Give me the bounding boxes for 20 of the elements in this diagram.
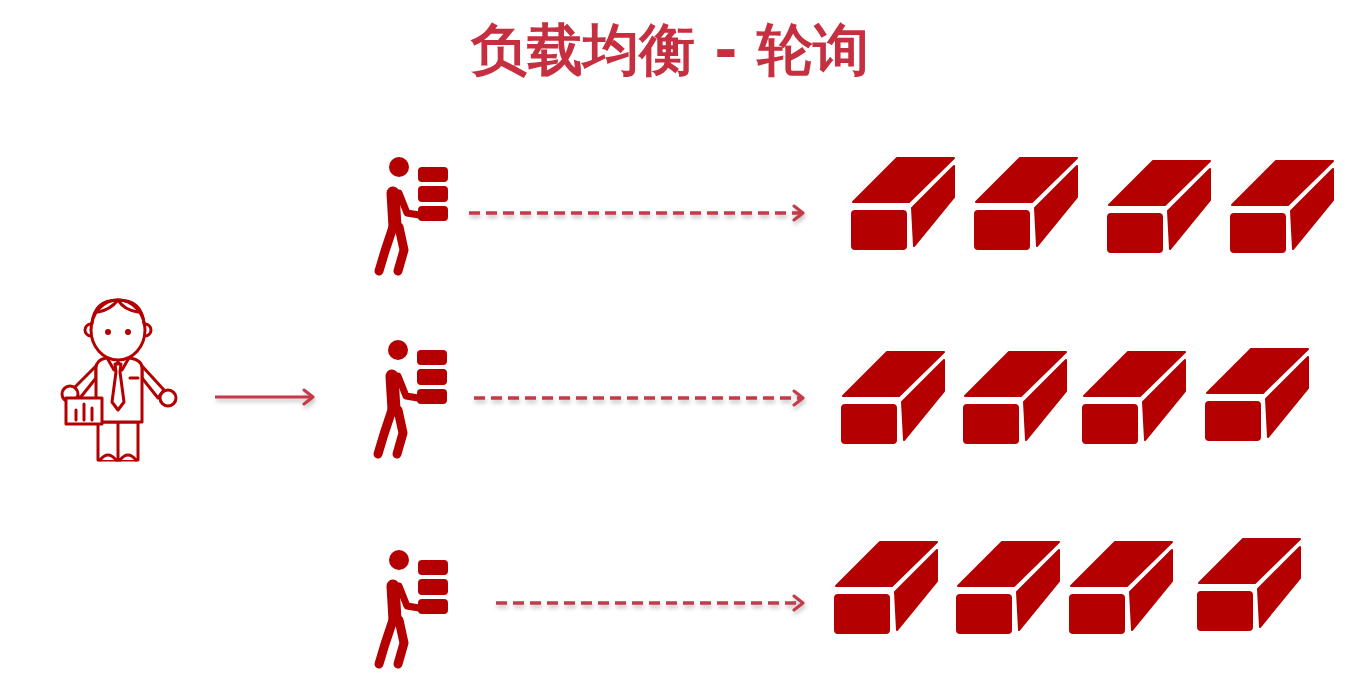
brick-icon — [1106, 158, 1212, 254]
brick-icon — [833, 539, 939, 635]
dashed-arrow — [474, 389, 805, 407]
brick-icon — [1081, 349, 1187, 445]
title: 负载均衡 - 轮询 — [469, 16, 871, 84]
dashed-arrow — [496, 594, 805, 612]
person-carrying-boxes-icon — [373, 548, 451, 670]
dashed-arrow — [469, 204, 805, 222]
brick-icon — [955, 539, 1061, 635]
arrow — [215, 388, 315, 406]
brick-icon — [1068, 539, 1174, 635]
brick-icon — [962, 349, 1068, 445]
brick-icon — [1229, 158, 1335, 254]
brick-icon — [850, 155, 956, 251]
brick-icon — [840, 349, 946, 445]
brick-icon — [973, 155, 1079, 251]
brick-icon — [1204, 346, 1310, 442]
person-carrying-boxes-icon — [373, 155, 451, 277]
person-carrying-boxes-icon — [372, 338, 450, 460]
brick-icon — [1196, 536, 1302, 632]
